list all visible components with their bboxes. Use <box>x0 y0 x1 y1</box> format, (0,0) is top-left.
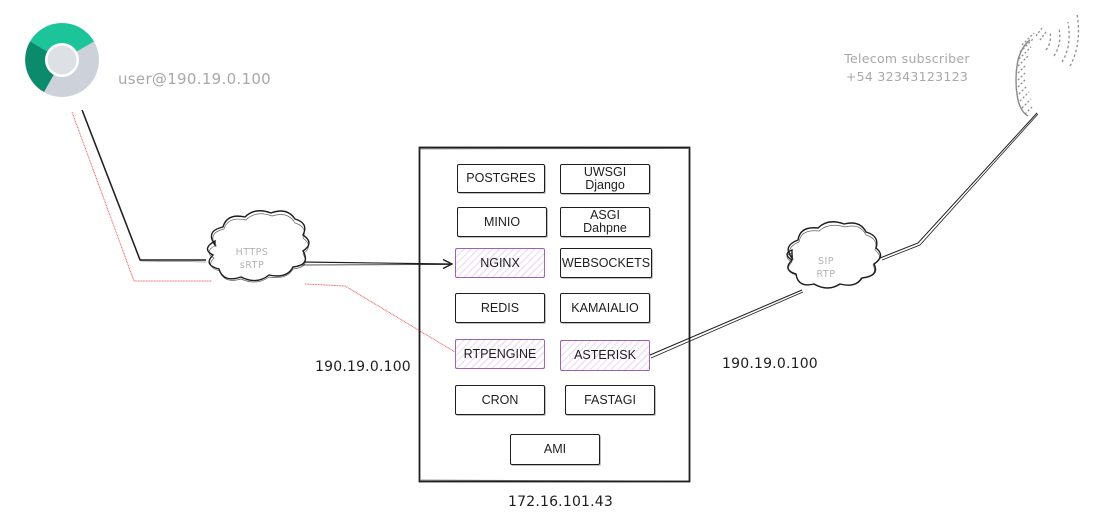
chrome-browser-icon <box>25 23 99 97</box>
service-label-cron: CRON <box>481 392 519 407</box>
connection-cloud-sip-to-subscriber <box>879 112 1039 261</box>
cloud-sip-rtp <box>786 221 882 289</box>
service-label-nginx: NGINX <box>480 255 520 270</box>
telephone-handset-icon <box>1015 13 1080 117</box>
service-label-fastagi: FASTAGI <box>584 392 636 407</box>
service-box-fastagi: FASTAGI <box>565 385 655 415</box>
cloud-https-line1: HTTPS <box>235 247 269 258</box>
cloud-https-srtp <box>206 210 310 283</box>
service-label-redis: REDIS <box>480 300 520 315</box>
service-box-nginx: NGINX <box>455 248 545 278</box>
connection-client-to-cloud-https <box>81 109 207 263</box>
service-label-uwsgi-1: Django <box>585 178 625 192</box>
media-path-client-to-rtpengine <box>71 111 456 353</box>
service-box-postgres: POSTGRES <box>457 164 545 193</box>
service-box-rtpengine: RTPENGINE <box>455 339 545 369</box>
cloud-https-label: HTTPS sRTP <box>226 246 278 272</box>
cloud-sip-line2: RTP <box>816 269 836 280</box>
service-label-websockets: WEBSOCKETS <box>561 255 651 270</box>
service-box-minio: MINIO <box>457 207 547 237</box>
service-box-websockets: WEBSOCKETS <box>560 248 652 278</box>
service-box-asterisk: ASTERISK <box>560 340 650 371</box>
service-box-redis: REDIS <box>455 293 545 323</box>
service-label-asterisk: ASTERISK <box>574 348 636 362</box>
service-label-uwsgi: UWSGI <box>583 165 627 179</box>
ip-label-server: 172.16.101.43 <box>508 494 614 510</box>
service-label-postgres: POSTGRES <box>466 171 536 185</box>
cloud-sip-line1: SIP <box>817 256 835 267</box>
service-label-kamailio: KAMAIALIO <box>571 300 639 315</box>
service-label-asgi: ASGI <box>590 208 620 222</box>
ip-label-right: 190.19.0.100 <box>722 356 818 372</box>
service-box-ami: AMI <box>510 434 600 465</box>
cloud-sip-label: SIP RTP <box>804 255 848 281</box>
service-box-cron: CRON <box>455 385 545 415</box>
subscriber-number: +54 32343123123 <box>845 69 969 84</box>
service-box-kamailio: KAMAIALIO <box>560 293 650 323</box>
service-label-asgi-1: Dahpne <box>583 221 627 235</box>
service-label-minio: MINIO <box>483 214 521 229</box>
ip-label-left: 190.19.0.100 <box>315 359 411 375</box>
cloud-https-line2: sRTP <box>239 260 265 271</box>
connection-cloud-to-nginx <box>301 258 454 270</box>
client-label: user@190.19.0.100 <box>118 70 272 88</box>
server-container <box>418 146 691 483</box>
connection-asterisk-to-cloud-sip <box>649 289 804 359</box>
subscriber-title: Telecom subscriber <box>844 51 970 66</box>
service-label-rtpengine: RTPENGINE <box>463 346 537 361</box>
service-label-ami: AMI <box>543 442 567 456</box>
